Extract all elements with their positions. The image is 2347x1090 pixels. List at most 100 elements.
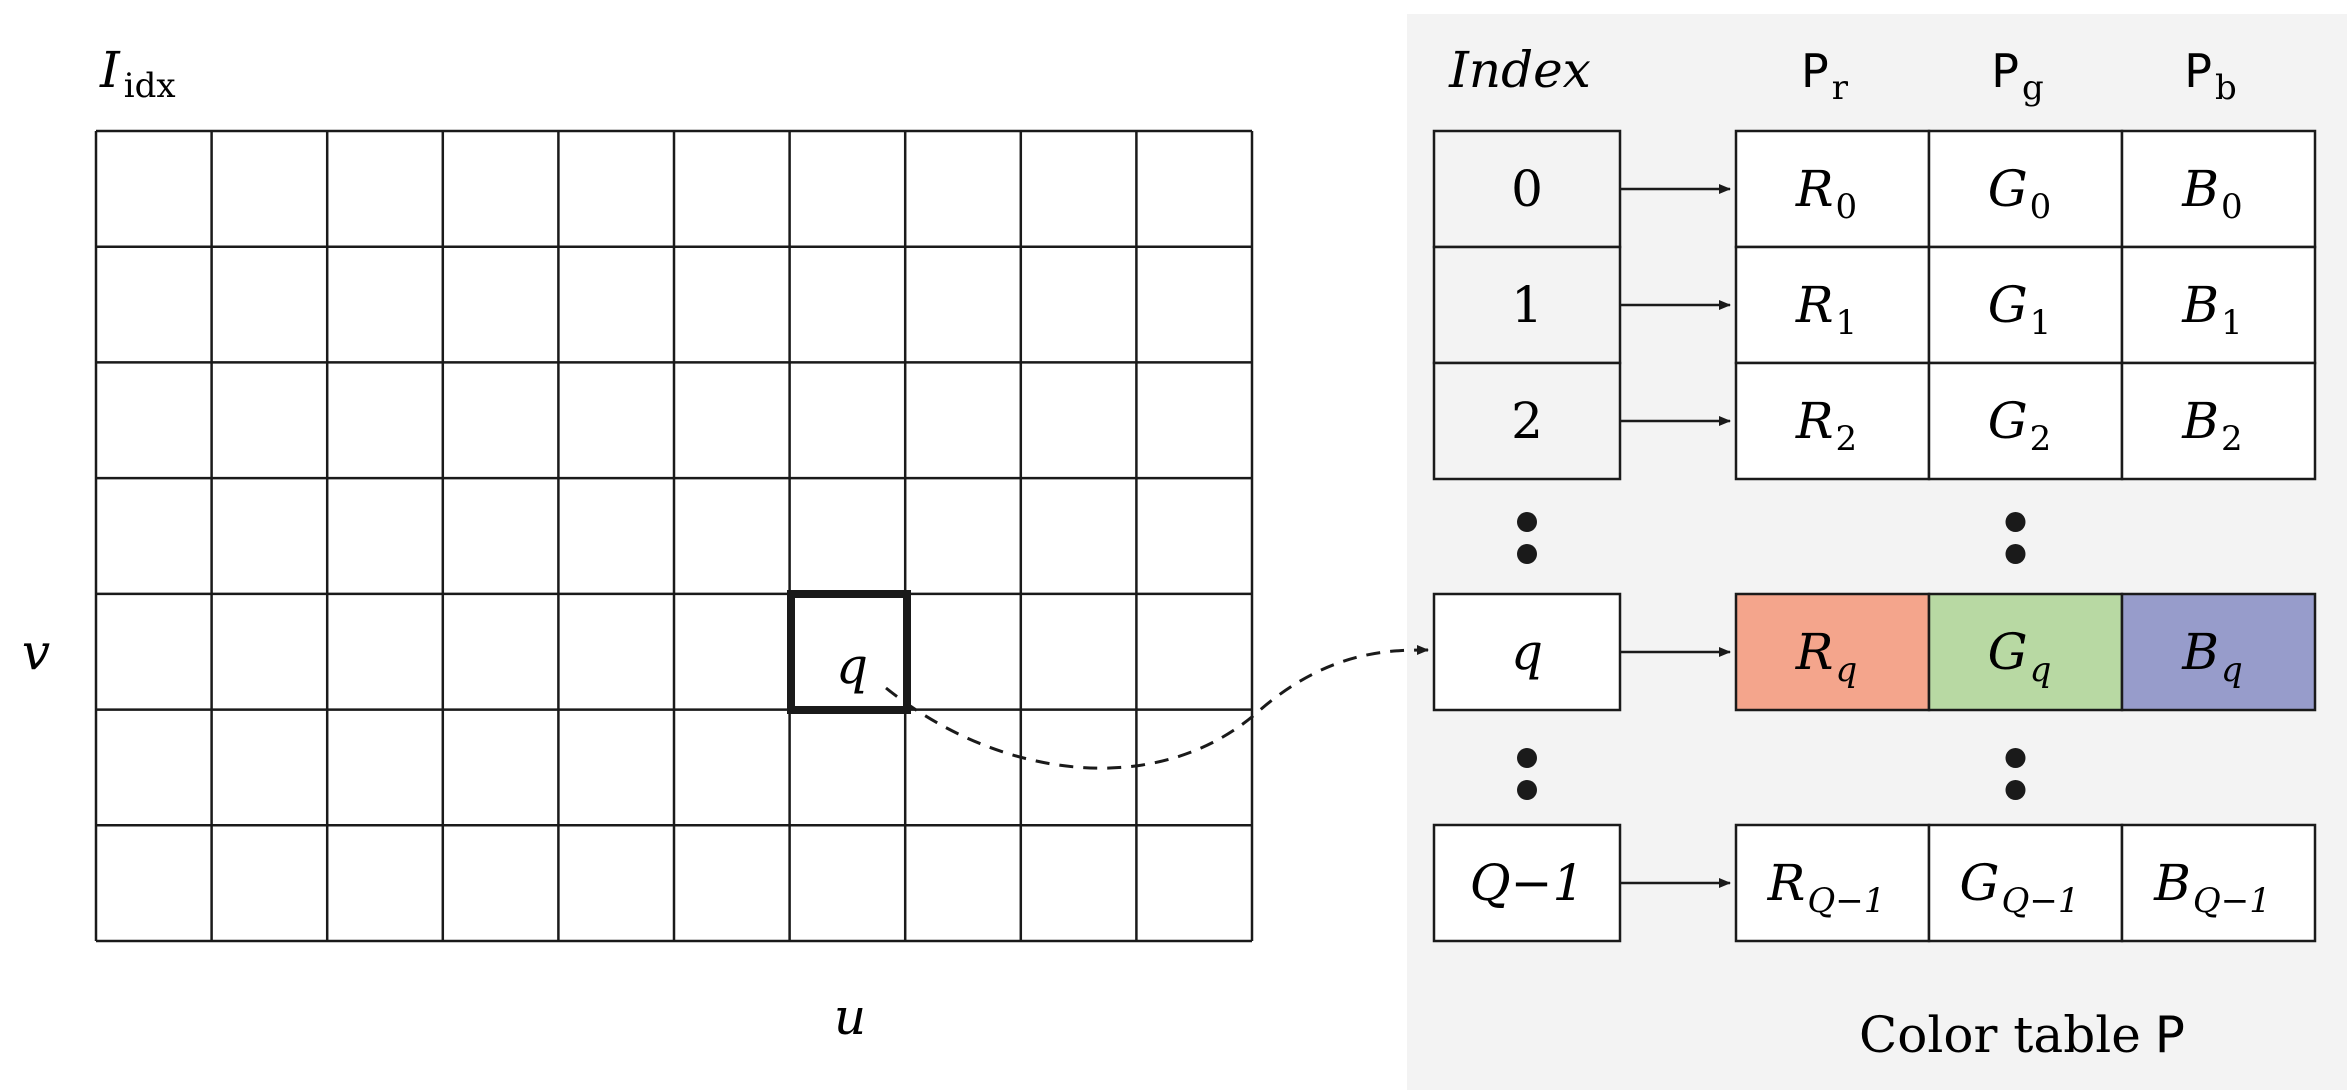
color-cell-label: Rq [1795,623,1857,690]
ellipsis-dot [1517,780,1537,800]
color-column-header: Pr [1801,44,1849,108]
color-cell[interactable] [2120,361,2317,481]
color-cell-label: B2 [2181,392,2242,459]
color-cell[interactable] [2120,592,2317,712]
color-column-header-main: P [1991,44,2019,98]
color-cell-label: G2 [1988,392,2052,459]
color-cell-label-main: G [1988,160,2028,218]
color-cell-label-sub: 1 [2030,303,2052,343]
ellipsis-dot [1517,748,1537,768]
color-table-caption-symbol: P [2155,1006,2185,1064]
color-cell[interactable] [1734,592,1931,712]
color-cell[interactable] [1734,361,1931,481]
color-column-header-main: P [1801,44,1829,98]
color-cell-label-sub: Q−1 [2193,881,2271,921]
color-cell[interactable] [1734,129,1931,249]
color-cell-label-sub: q [2030,650,2052,690]
color-cell-label: R2 [1795,392,1857,459]
color-cell-label-sub: Q−1 [2001,881,2079,921]
ellipsis-dot [2005,544,2026,564]
color-cell-label-sub: 0 [2221,187,2243,227]
color-cell-label: R1 [1795,276,1857,343]
ellipsis-dot [2005,780,2026,800]
ellipsis-dot [1517,544,1537,564]
color-cell-label-main: B [2181,276,2219,334]
color-cell-label-main: B [2181,160,2219,218]
color-cell-label: Gq [1988,623,2052,690]
index-cell-label: 0 [1511,160,1543,218]
color-table-caption-text: Color table [1859,1006,2141,1064]
index-image-grid [94,129,1254,943]
color-cell-label: BQ−1 [2153,854,2271,921]
color-cell-label-sub: 2 [1836,419,1858,459]
color-cell[interactable] [2120,129,2317,249]
color-column-header-sub: g [2022,68,2044,108]
ellipsis-dot [1517,512,1537,532]
axis-label-u: u [834,988,866,1046]
color-cell[interactable] [2120,823,2317,943]
color-column-header-sub: b [2215,68,2237,108]
index-cell[interactable] [1432,823,1622,943]
color-cell[interactable] [1927,592,2124,712]
color-table-ellipsis [2005,512,2026,800]
index-ellipsis [1517,512,1537,800]
color-cell-label-sub: 2 [2221,419,2243,459]
color-cell-label: GQ−1 [1960,854,2080,921]
color-cell-label-main: R [1767,854,1806,912]
index-cell-label: 2 [1511,392,1543,450]
color-cell-label-sub: 1 [1836,303,1858,343]
color-cell[interactable] [2120,245,2317,365]
color-cell-label-sub: 1 [2221,303,2243,343]
color-cell-label: G1 [1988,276,2052,343]
color-cell[interactable] [1927,823,2124,943]
color-cell-label-main: R [1795,160,1834,218]
pixel-to-index-connector [885,645,1429,770]
color-cell-label-sub: 0 [2030,187,2052,227]
color-column-header: Pg [1991,44,2044,108]
color-cell-label: B1 [2181,276,2242,343]
color-cell-label: RQ−1 [1767,854,1886,921]
color-column-header-main: P [2184,44,2212,98]
color-cell-label-main: G [1988,623,2028,681]
color-cell-label: R0 [1795,160,1857,227]
color-cell-label: G0 [1988,160,2052,227]
axis-label-v: v [22,623,50,681]
color-cell-label-main: R [1795,276,1834,334]
color-column-header: Pb [2184,44,2237,108]
index-image-label-main: I [99,41,121,99]
color-cell-label-main: R [1795,392,1834,450]
index-cell-label: 1 [1511,276,1543,334]
index-column-header: Index [1448,41,1591,99]
color-cell-label-sub: 0 [1836,187,1858,227]
color-cell-label: Bq [2181,623,2243,690]
index-cell-label: q [1511,623,1543,681]
color-cell-label-sub: Q−1 [1807,881,1885,921]
highlighted-pixel[interactable] [787,590,911,714]
color-cell[interactable] [1734,823,1931,943]
color-cell-label-main: G [1988,276,2028,334]
index-image-label-sub: idx [124,66,176,106]
color-cell-label-main: B [2153,854,2191,912]
index-cell[interactable] [1432,245,1622,365]
color-cell[interactable] [1927,361,2124,481]
color-cell-label-sub: q [2221,650,2243,690]
highlighted-pixel-label: q [836,637,868,695]
color-cell-label-main: G [1960,854,2000,912]
color-column-header-sub: r [1832,68,1849,108]
color-cell-label-main: B [2181,623,2219,681]
index-to-color-arrows [1620,184,1731,888]
color-cell-label-main: R [1795,623,1834,681]
index-cell[interactable] [1432,129,1622,249]
ellipsis-dot [2005,512,2026,532]
color-cell-label-main: G [1988,392,2028,450]
ellipsis-dot [2005,748,2026,768]
